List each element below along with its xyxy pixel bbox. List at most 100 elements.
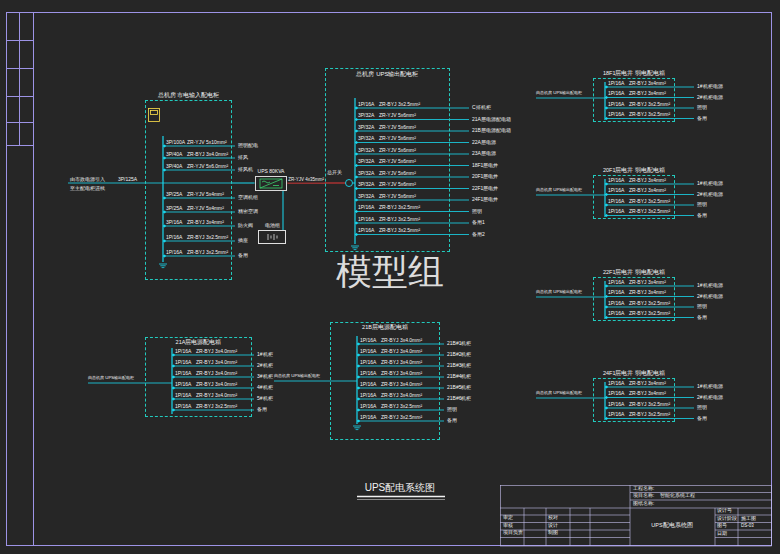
label-slot: 1P/16A (358, 205, 374, 210)
circuit-label: 23A层电源 (472, 151, 496, 156)
circuit-label: 备用 (447, 418, 457, 423)
label-slot: 由总机房 UPS输出配电柜 (536, 391, 582, 395)
label-slot: 备用 (697, 315, 707, 320)
label-slot: 照明 (447, 407, 457, 412)
label-slot: ZR-BYJ 3x4mm² (629, 280, 666, 285)
circuit-label: ZR-BYJ 3x2.5mm² (629, 102, 670, 107)
circuit-label: 1P/16A (360, 349, 376, 354)
circuit-label: ZR-BYJ 3x4.0mm² (196, 371, 237, 376)
junction-dot (173, 376, 175, 378)
circuit-label: ZR-BYJ 3x4mm² (629, 178, 666, 183)
label-slot: 1P/16A (358, 228, 374, 233)
label-slot: ZR-BYJ 3x2.5mm² (629, 311, 670, 316)
label-slot: 由总机房 UPS输出配电柜 (88, 376, 134, 380)
circuit-label: ZR-BYJ 3x4.0mm² (381, 371, 422, 376)
circuit-label: C排机柜 (472, 105, 491, 110)
panel-heading: UPS 80KVA (258, 169, 285, 174)
branch-circuit (172, 377, 254, 378)
label-slot: ZR-YJV 5x6mm² (379, 194, 416, 199)
circuit-label: 制图 (548, 531, 558, 536)
circuit-label: ZR-BYJ 3x2.5mm² (381, 415, 422, 420)
circuit-label: ZR-BYJ 3x2.5mm² (629, 301, 670, 306)
junction-dot (358, 387, 360, 389)
circuit-label: 2#机柜电源 (697, 395, 723, 400)
circuit-label: 3P/32A (358, 159, 374, 164)
circuit-label: ZR-BYJ 3x4.0mm² (381, 349, 422, 354)
circuit-label: 3P/40A (166, 164, 182, 169)
circuit-label: 1P/16A (175, 349, 191, 354)
label-slot: DS-03 (741, 524, 754, 529)
label-slot: 3#机柜 (257, 374, 273, 379)
table-rule (500, 515, 630, 516)
label-slot: ZR-BYJ 3x4.0mm² (187, 152, 228, 157)
label-slot: 1P/16A (358, 102, 374, 107)
label-slot: 22F1层电井 (472, 186, 498, 191)
sheet-border (7, 13, 772, 546)
junction-dot (356, 107, 358, 109)
circuit-label: 排风 (238, 155, 248, 160)
label-slot: 21B层电源配电箱 (472, 128, 511, 133)
branch-circuit (605, 307, 694, 308)
title-slot: UPS配电系统图 (365, 483, 436, 493)
branch-circuit (163, 226, 235, 227)
label-slot: 照明配电 (238, 143, 258, 148)
circuit-label: 图号 (717, 524, 727, 529)
branch-circuit (605, 205, 694, 206)
table-rule (715, 508, 716, 546)
label-slot: ZR-BYJ 3x4mm² (629, 81, 666, 86)
circuit-label: DS-03 (741, 524, 754, 529)
label-slot: 1P/16A (608, 188, 624, 193)
circuit-label: 智能化系统工程 (660, 494, 695, 499)
label-slot: UPS配电系统图 (651, 523, 692, 529)
ground-symbol (351, 246, 359, 247)
ups-diagonal (260, 179, 282, 188)
junction-dot (606, 296, 608, 298)
junction-dot (358, 343, 360, 345)
branch-circuit (163, 158, 235, 159)
panel-heading: 电池组 (265, 223, 280, 228)
label-slot: ZR-BYJ 3x4mm² (629, 91, 666, 96)
circuit-label: 21B#1机柜 (447, 341, 471, 346)
junction-dot (173, 409, 175, 411)
circuit-label: 照明 (697, 405, 707, 410)
label-slot: ZR-BYJ 3x4.0mm² (381, 338, 422, 343)
junction-dot (173, 387, 175, 389)
circuit-label: 3P/32A (358, 113, 374, 118)
label-slot: ZR-BYJ 3x4.0mm² (196, 349, 237, 354)
junction-dot (606, 86, 608, 88)
label-slot: ZR-BYJ 3x4.0mm² (381, 382, 422, 387)
circuit-label: ZR-YJV 5x10mm² (187, 140, 227, 145)
circuit-label: ZR-BYJ 3x4.0mm² (196, 382, 237, 387)
label-slot: ZR-YJV 5x4mm² (187, 192, 224, 197)
incoming-feeder (88, 383, 172, 384)
junction-dot (356, 188, 358, 190)
junction-dot (164, 240, 166, 242)
label-slot: 备用 (697, 213, 707, 218)
label-slot: 备用 (697, 416, 707, 421)
circuit-label: 图纸名称: (633, 502, 654, 507)
sheet-frame (6, 12, 772, 546)
circuit-label: ZR-BYJ 3x4mm² (629, 381, 666, 386)
branch-circuit (163, 256, 235, 257)
circuit-label: 22F1层电井 (472, 186, 498, 191)
circuit-label: 备用 (697, 213, 707, 218)
label-slot: 1P/16A (175, 382, 191, 387)
label-slot: 1#机柜电源 (697, 181, 723, 186)
circuit-label: 2#机柜电源 (697, 294, 723, 299)
circuit-label: 照明 (697, 202, 707, 207)
label-slot: ZR-YJV 5x6.0mm² (187, 164, 228, 169)
circuit-label: ZR-BYJ 3x2.5mm² (379, 228, 420, 233)
circuit-label: 22A层电源 (472, 140, 496, 145)
ups-incoming (325, 180, 355, 187)
junction-dot (164, 169, 166, 171)
table-rule (590, 508, 591, 546)
circuit-label: 备用 (697, 315, 707, 320)
label-slot: 照明 (472, 209, 482, 214)
circuit-label: 防火阀 (238, 223, 253, 228)
circuit-label: 3P/32A (358, 182, 374, 187)
label-slot: 1P/16A (608, 391, 624, 396)
label-slot: 1#机柜电源 (697, 384, 723, 389)
branch-circuit (355, 211, 469, 212)
label-slot: ZR-BYJ 3x2.5mm² (379, 205, 420, 210)
label-slot: 3P/125A (118, 177, 137, 182)
